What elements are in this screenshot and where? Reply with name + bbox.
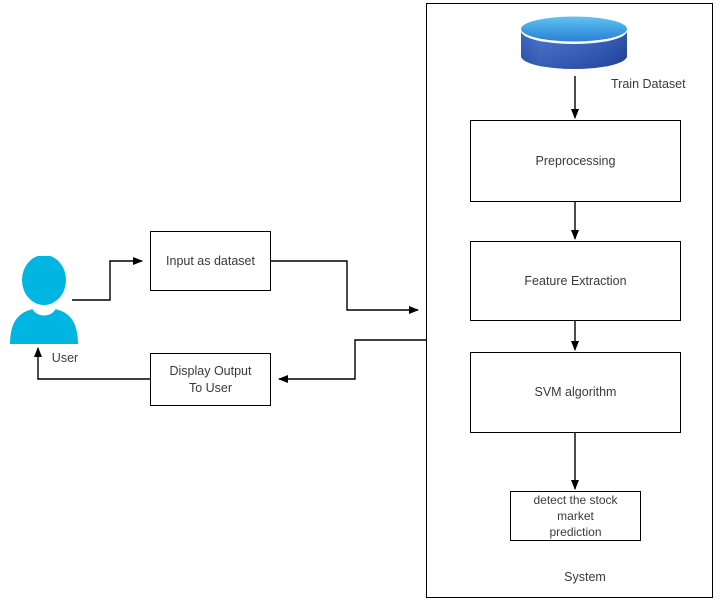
- node-svm-algorithm[interactable]: SVM algorithm: [470, 352, 681, 433]
- node-display-output-to-user-label: Display Output To User: [170, 363, 252, 397]
- node-feature-extraction-label: Feature Extraction: [524, 273, 627, 288]
- train-dataset-label: Train Dataset: [611, 77, 686, 91]
- edge-user-to-input: [72, 257, 143, 301]
- display-line-2: To User: [188, 380, 233, 395]
- node-display-output-to-user[interactable]: Display Output To User: [150, 353, 271, 406]
- node-detect-stock-market-prediction[interactable]: detect the stock market prediction: [510, 491, 641, 541]
- display-line-1: Display Output: [169, 363, 252, 378]
- detect-line-1: detect the stock market: [533, 492, 618, 523]
- node-svm-algorithm-label: SVM algorithm: [534, 385, 617, 400]
- node-feature-extraction[interactable]: Feature Extraction: [470, 241, 681, 321]
- node-input-as-dataset[interactable]: Input as dataset: [150, 231, 271, 291]
- node-input-as-dataset-label: Input as dataset: [166, 253, 255, 268]
- system-boundary: [426, 3, 713, 598]
- database-cylinder-icon: [519, 16, 629, 74]
- system-boundary-label: System: [564, 570, 606, 584]
- node-preprocessing[interactable]: Preprocessing: [470, 120, 681, 202]
- node-preprocessing-label: Preprocessing: [535, 153, 616, 168]
- user-label: User: [51, 351, 79, 365]
- edge-input-to-system: [271, 260, 419, 314]
- edge-system-to-display: [278, 339, 426, 383]
- user-person-icon: [8, 255, 80, 344]
- node-detect-label: detect the stock market prediction: [515, 492, 636, 541]
- detect-line-2: prediction: [549, 525, 602, 540]
